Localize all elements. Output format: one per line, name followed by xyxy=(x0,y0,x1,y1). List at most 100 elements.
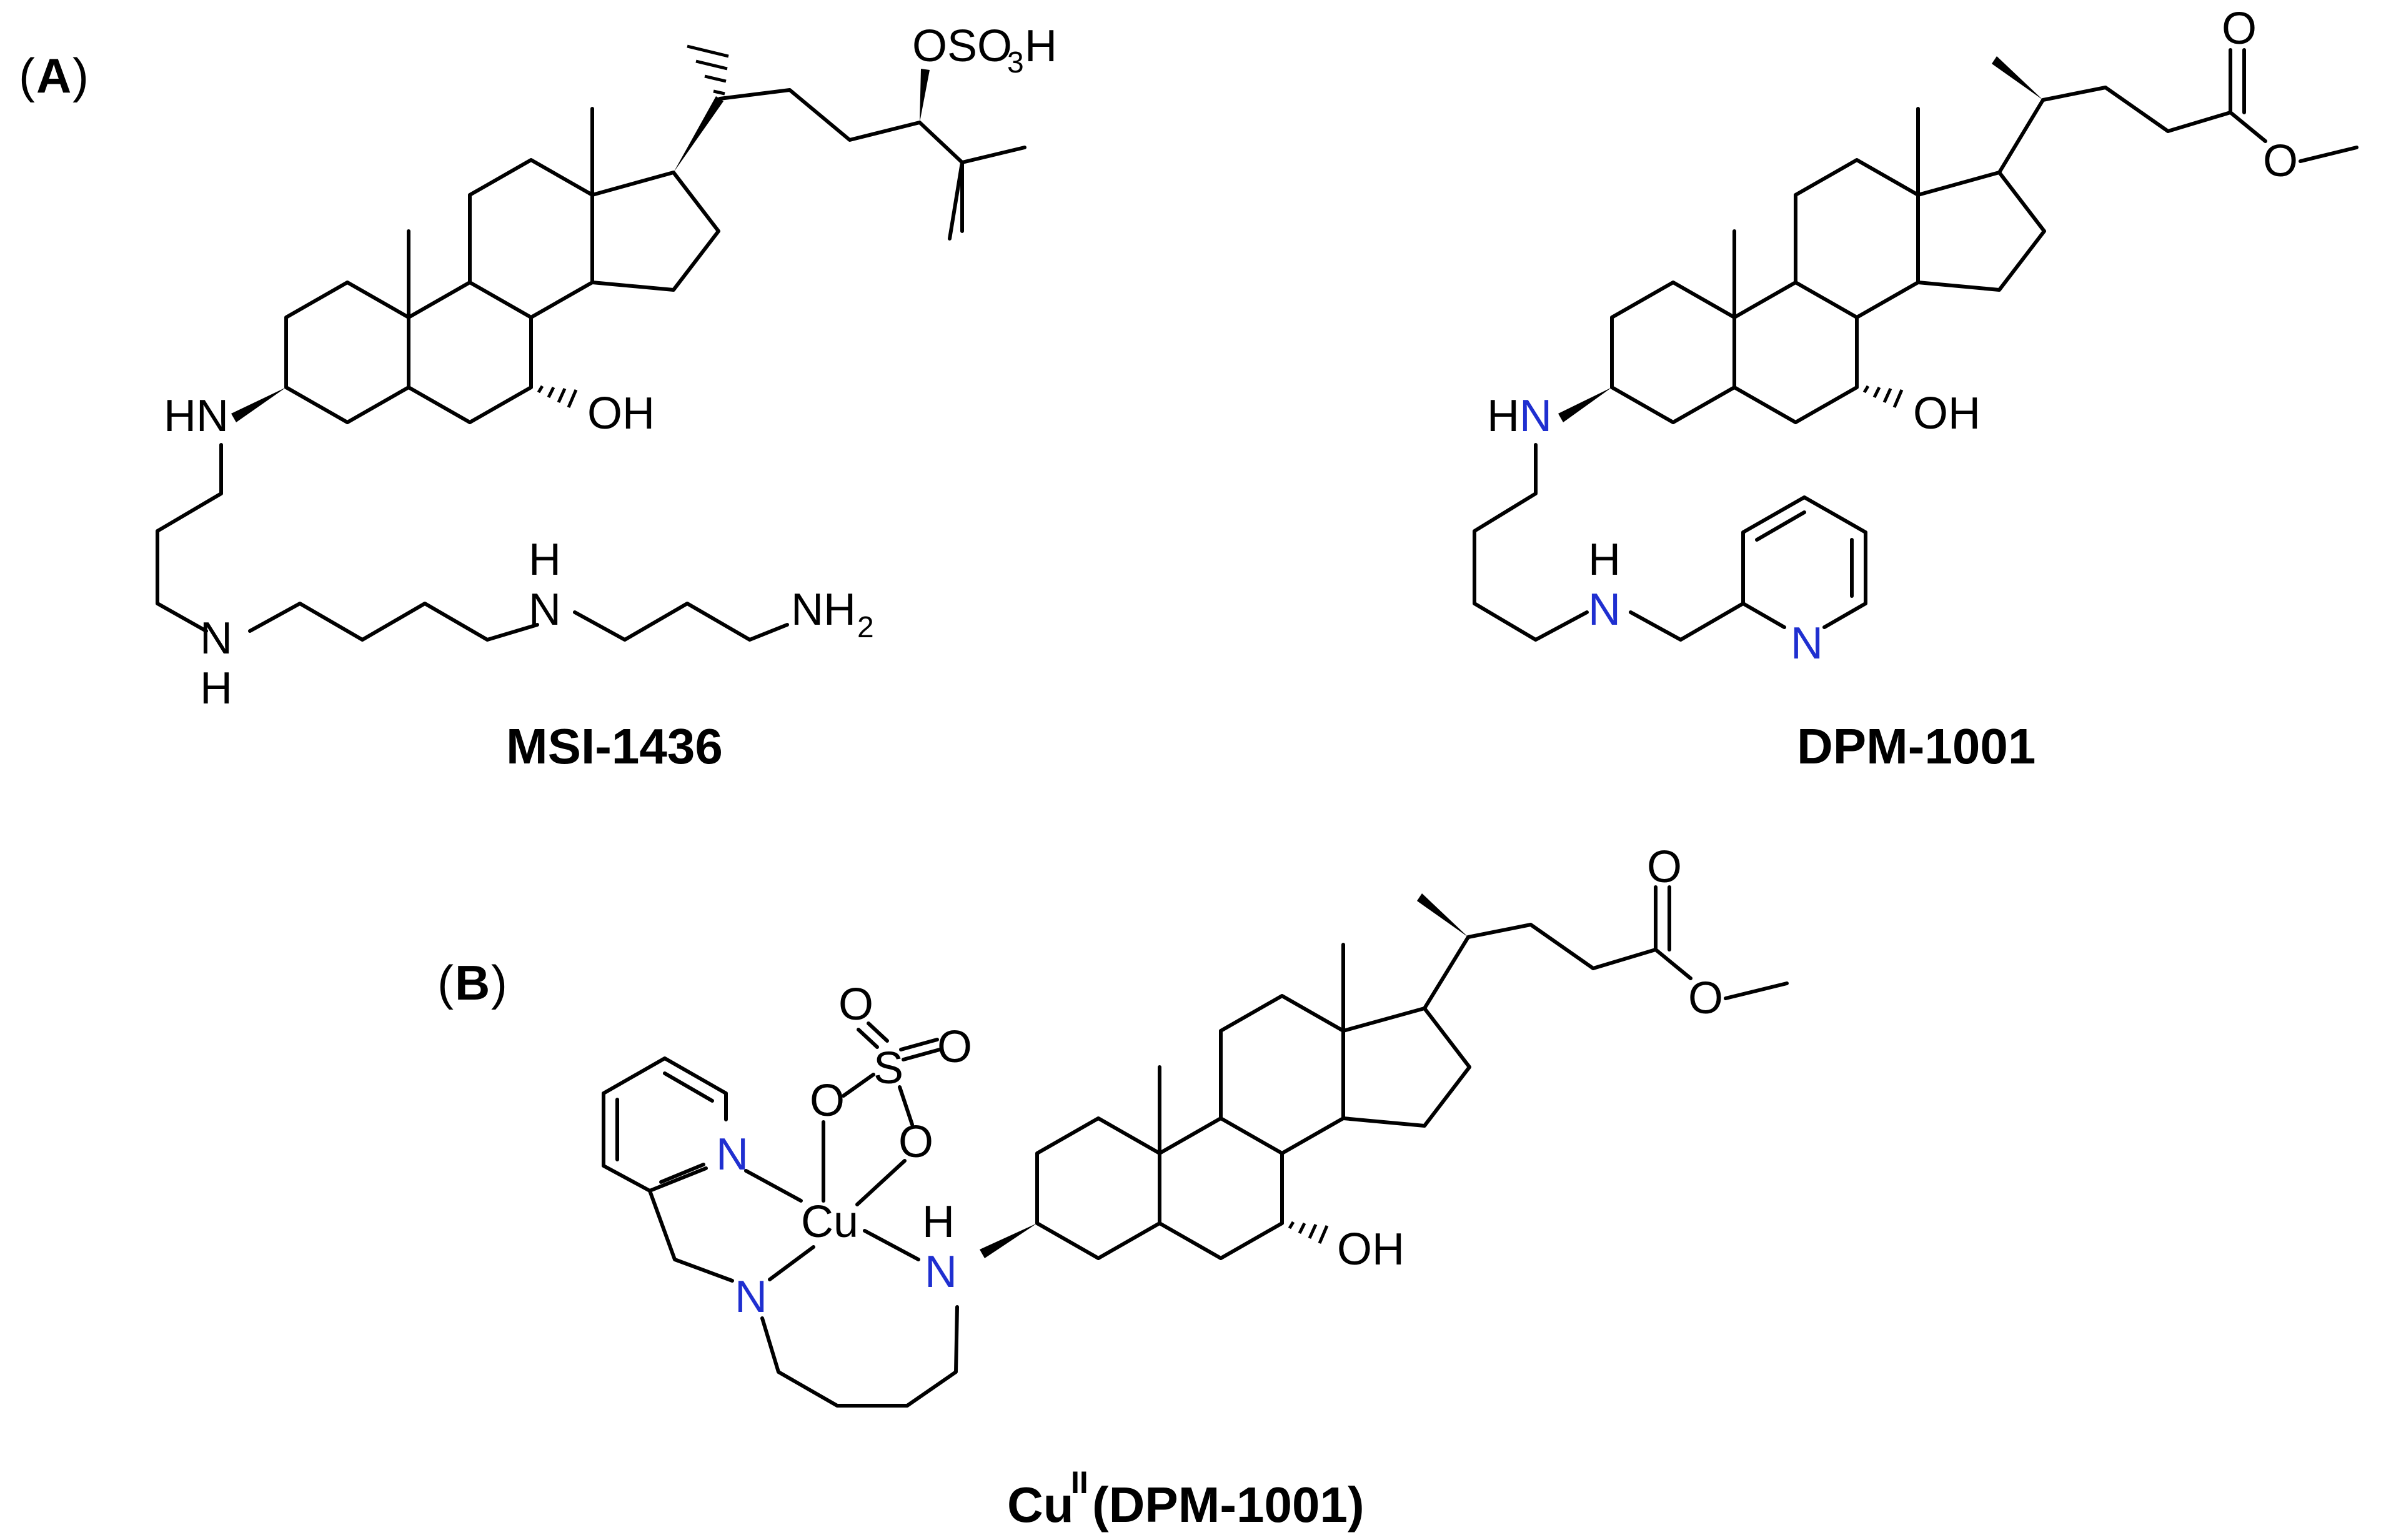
cu-so-top-1 xyxy=(857,1028,879,1049)
cu-bond-cu-o-bottom xyxy=(855,1159,907,1206)
dpm-carbonyl-o: O xyxy=(2222,4,2257,54)
panel-a-label: ( A ) xyxy=(19,48,89,103)
msi-amine-3: N xyxy=(529,585,561,635)
cu-sulfate-o-left: O xyxy=(810,1076,845,1126)
dpm-ring-c xyxy=(1794,158,1920,319)
msi-isopropyl-1 xyxy=(960,146,1026,164)
cu-sulfate-o-top: O xyxy=(838,980,873,1030)
dpm-amine-1-n: N xyxy=(1519,391,1552,441)
msi-amine-1: HN xyxy=(164,391,229,441)
cu-wedge-c3 xyxy=(980,1223,1037,1258)
msi-wedge-c17 xyxy=(674,96,723,172)
cu-bond-cu-n-tert xyxy=(768,1245,815,1281)
msi-sulfate-label: OSO 3 H xyxy=(912,21,1057,79)
cu-ester-o: O xyxy=(1688,973,1723,1023)
msi-amine-2-h: H xyxy=(200,663,232,713)
cu-amine-h: H xyxy=(922,1197,955,1247)
cu-so-right-1 xyxy=(899,1038,939,1051)
cu-pyridine-cn xyxy=(648,1166,708,1193)
msi-amine-3-h: H xyxy=(529,535,561,585)
panel-b-letter: B xyxy=(455,955,490,1010)
panel-b-close: ) xyxy=(491,955,507,1010)
dpm-wedge-c3 xyxy=(1558,387,1612,422)
msi-ring-b xyxy=(407,281,533,424)
msi-side-chain xyxy=(718,88,964,233)
svg-text:II: II xyxy=(1071,1465,1088,1500)
cu-so-left xyxy=(842,1073,875,1098)
structure-msi-1436: OH OSO 3 H HN N H H N NH 2 MSI-1436 xyxy=(156,21,1057,774)
panel-b-open: ( xyxy=(437,955,454,1010)
cu-amine-n: N xyxy=(925,1247,957,1297)
cu-sulfur: S xyxy=(873,1043,903,1093)
cu-pyridine-n: N xyxy=(716,1130,748,1180)
cu-sulfate-o-bottom: O xyxy=(898,1117,933,1167)
svg-text:3: 3 xyxy=(1007,46,1024,79)
cu-ester-bond xyxy=(1654,948,1693,980)
cu-sulfate-o-right: O xyxy=(937,1022,972,1072)
cu-pyridine-db-3 xyxy=(659,1163,705,1184)
cu-carbonyl-o: O xyxy=(1647,842,1682,892)
svg-text:2: 2 xyxy=(857,611,874,644)
panel-b-label: ( B ) xyxy=(437,955,507,1010)
msi-isopropyl-2 xyxy=(948,161,964,241)
structure-cu-dpm-1001: OH O O H N Cu N N O O S O O xyxy=(602,842,1789,1533)
msi-wedge-sulfate xyxy=(920,69,930,122)
cu-methylene xyxy=(648,1189,734,1283)
msi-amine-2: N xyxy=(200,614,232,663)
svg-text:NH: NH xyxy=(791,585,856,635)
cu-so-bottom xyxy=(898,1085,914,1126)
dpm-linker-2 xyxy=(1629,602,1745,642)
msi-hash-c20 xyxy=(687,44,729,96)
cu-hydroxyl: OH xyxy=(1337,1225,1404,1274)
panel-a-close: ) xyxy=(72,48,89,103)
dpm-pyridine-db-1 xyxy=(1755,510,1806,542)
msi-hash-c7 xyxy=(537,385,578,408)
dpm-pyridine xyxy=(1741,495,1867,629)
dpm-side-chain xyxy=(2041,86,2232,133)
dpm-ring-d xyxy=(1916,171,2046,292)
cu-so-top-2 xyxy=(867,1021,889,1043)
msi-ring-d xyxy=(590,171,720,292)
cu-copper: Cu xyxy=(801,1197,858,1247)
cu-pyridine xyxy=(602,1056,728,1193)
dpm-ring-a xyxy=(1610,281,1736,424)
msi-linker-1 xyxy=(156,443,223,633)
msi-ring-c xyxy=(468,158,594,319)
cu-butylene xyxy=(760,1305,959,1408)
dpm-linker-1 xyxy=(1473,443,1589,642)
cu-wedge-c20 xyxy=(1417,893,1468,937)
cu-methyl-ester xyxy=(1724,981,1789,1000)
dpm-hydroxyl: OH xyxy=(1913,389,1981,439)
cu-pyridine-db-2 xyxy=(663,1071,714,1103)
panel-a-open: ( xyxy=(19,48,35,103)
dpm-wedge-c20 xyxy=(1992,56,2043,100)
cu-ring-d xyxy=(1341,1006,1471,1128)
dpm-pyridine-cn xyxy=(1741,602,1786,629)
msi-terminal-amine: NH 2 xyxy=(791,585,874,644)
dpm-ring-b xyxy=(1732,281,1859,424)
panel-a-letter: A xyxy=(36,48,71,103)
dpm-hash-c7 xyxy=(1862,385,1904,408)
cu-side-chain xyxy=(1466,923,1658,970)
dpm-compound-name: DPM-1001 xyxy=(1797,718,2036,774)
cu-bond-cu-n-amine xyxy=(863,1229,920,1261)
cu-ring-b xyxy=(1158,1116,1284,1260)
dpm-c17-c20 xyxy=(1997,98,2045,174)
dpm-pyridine-n: N xyxy=(1791,618,1823,668)
svg-text:OSO: OSO xyxy=(912,21,1012,71)
dpm-amine-1-h: H xyxy=(1487,391,1519,441)
dpm-ester-o: O xyxy=(2263,136,2298,186)
dpm-amine-2-h: H xyxy=(1588,535,1621,585)
structure-dpm-1001: OH O O H N H N N DPM-1001 xyxy=(1473,4,2359,774)
cu-ring-c xyxy=(1219,994,1345,1155)
msi-hydroxyl: OH xyxy=(587,389,655,439)
dpm-amine-2-n: N xyxy=(1588,585,1621,635)
msi-ring-a xyxy=(284,281,410,424)
cu-tertiary-n: N xyxy=(735,1272,767,1322)
cu-c17-c20 xyxy=(1423,935,1470,1010)
cu-bond-cu-n-py xyxy=(744,1169,803,1203)
msi-linker-2 xyxy=(248,602,539,642)
dpm-ester-bond xyxy=(2229,111,2267,143)
msi-linker-3 xyxy=(573,602,789,642)
